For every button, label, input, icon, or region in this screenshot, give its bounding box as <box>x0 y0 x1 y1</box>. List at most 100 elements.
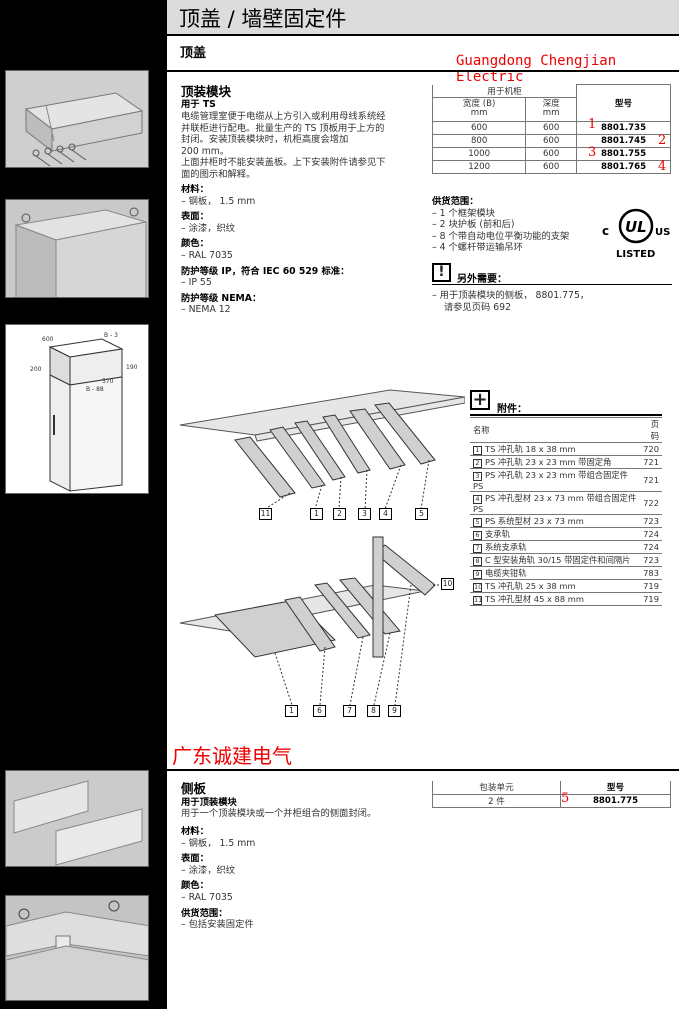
accessory-name: 系统支承轨 <box>485 542 527 552</box>
accessory-number-box: 4 <box>473 495 482 504</box>
side-heading: 侧板 <box>181 781 207 796</box>
accessory-page: 721 <box>639 455 662 469</box>
accessory-number-box: 5 <box>473 518 482 527</box>
table-row: 2 件 8801.775 <box>432 793 671 808</box>
callout-3: 3 <box>358 508 371 520</box>
dim-label-b: B - 3 <box>104 332 118 339</box>
accessory-number-box: 3 <box>473 472 482 481</box>
dim-label-f: 190 <box>126 364 138 371</box>
red-mark-2: 2 <box>658 133 667 148</box>
callout-8: 8 <box>367 705 380 717</box>
accessory-name: C 型安装角轨 30/15 带固定件和间隔片 <box>485 555 631 565</box>
thumb-side-installed <box>5 895 149 1001</box>
product-title: 顶装模块 <box>181 84 232 99</box>
accessory-number-box: 2 <box>473 459 482 468</box>
cert-us: US <box>655 227 670 238</box>
accessory-page: 724 <box>639 540 662 554</box>
page-header: 顶盖 / 墙壁固定件 <box>167 0 679 36</box>
accessory-page: 721 <box>639 468 662 492</box>
accessory-number-box: 6 <box>473 531 482 540</box>
section-heading-top: 顶盖 <box>180 46 207 61</box>
side-description: 用于一个顶装模块或一个并柜组合的侧面封闭。 <box>181 808 377 819</box>
red-mark-5: 5 <box>561 791 570 806</box>
accessories-rule <box>470 414 662 416</box>
accessory-page: 719 <box>639 579 662 593</box>
accessory-page: 722 <box>639 491 662 515</box>
callout-10: 10 <box>441 578 454 590</box>
product-for-label: 用于 TS <box>181 99 216 110</box>
plus-icon: + <box>470 390 490 410</box>
side-spec-list: 材料： – 钢板， 1.5 mm 表面： – 涂漆，织纹 颜色： – RAL 7… <box>181 826 256 931</box>
callout-11: 11 <box>259 508 272 520</box>
extra-items: – 用于顶装模块的侧板， 8801.775， 请参见页码 692 <box>432 290 590 313</box>
side-for-label: 用于顶装模块 <box>181 797 237 808</box>
accessory-name: 支承轨 <box>485 529 510 539</box>
accessory-number-box: 9 <box>473 570 482 579</box>
callout-2: 2 <box>333 508 346 520</box>
accessory-name: TS 冲孔型材 45 x 88 mm <box>485 594 584 604</box>
watermark-chinese: 广东诚建电气 <box>172 744 292 768</box>
cul-us-listed-mark: c UL US LISTED <box>600 205 672 260</box>
callout-6: 6 <box>313 705 326 717</box>
section-rule-top <box>167 70 679 72</box>
accessory-name: PS 系统型材 23 x 73 mm <box>485 516 584 526</box>
col-width-header: 宽度 (B) mm <box>431 96 527 122</box>
thumb-cabinet-top <box>5 199 149 298</box>
accessories-title: 附件： <box>497 404 527 415</box>
extra-rule <box>432 284 672 285</box>
page-title: 顶盖 / 墙壁固定件 <box>179 7 347 31</box>
product-description: 电缆管理室便于电缆从上方引入或利用母线系统经 并联柜进行配电。批量生产的 TS … <box>181 111 386 180</box>
accessory-page: 720 <box>639 442 662 456</box>
side-col-pack: 包装单元 <box>432 781 561 795</box>
accessory-page: 724 <box>639 527 662 541</box>
callout-5: 5 <box>415 508 428 520</box>
section-rule-side <box>167 769 679 771</box>
accessory-name: PS 冲孔轨 23 x 23 mm 带组合固定件 PS <box>473 470 628 491</box>
accessory-number-box: 8 <box>473 557 482 566</box>
spec-list: 材料： – 钢板， 1.5 mm 表面： – 涂漆，织纹 颜色： – RAL 7… <box>181 184 350 316</box>
accessory-name: PS 冲孔型材 23 x 73 mm 带组合固定件 PS <box>473 493 637 514</box>
callout-1-lower: 1 <box>285 705 298 717</box>
accessory-page: 783 <box>639 566 662 580</box>
accessory-number-box: 7 <box>473 544 482 553</box>
accessory-page: 723 <box>639 553 662 567</box>
warning-icon: ! <box>432 263 451 282</box>
left-sidebar: 600 B - 3 200 B - 88 570 190 <box>0 0 167 1009</box>
callout-4: 4 <box>379 508 392 520</box>
dim-label-a: 600 <box>42 336 54 343</box>
callout-7: 7 <box>343 705 356 717</box>
supply-scope: 供货范围： – 1 个框架模块 – 2 块护板 (前和后) – 8 个带自动电位… <box>432 196 570 254</box>
accessory-page: 719 <box>639 592 662 606</box>
cert-ul: UL <box>625 218 647 236</box>
accessory-name: TS 冲孔轨 18 x 38 mm <box>485 444 576 454</box>
accessory-number-box: 11 <box>473 596 483 605</box>
red-mark-3: 3 <box>588 145 597 160</box>
dim-label-d: B - 88 <box>86 386 104 393</box>
red-mark-4: 4 <box>658 159 667 174</box>
col-model-header: 型号 <box>576 84 671 122</box>
callout-9: 9 <box>388 705 401 717</box>
table-group-header: 用于机柜 <box>432 84 577 98</box>
accessory-name: 电缆夹钳轨 <box>485 568 527 578</box>
accessory-name: TS 冲孔轨 25 x 38 mm <box>485 581 576 591</box>
acc-col-name: 名称 <box>470 417 640 443</box>
side-model-table: 包装单元 型号 2 件 8801.775 <box>432 781 671 808</box>
accessory-diagram: 11 1 2 3 4 5 10 1 6 7 8 9 <box>175 385 466 725</box>
accessory-number-box: 10 <box>473 583 483 592</box>
side-col-model: 型号 <box>560 781 671 795</box>
accessory-number-box: 1 <box>473 446 482 455</box>
